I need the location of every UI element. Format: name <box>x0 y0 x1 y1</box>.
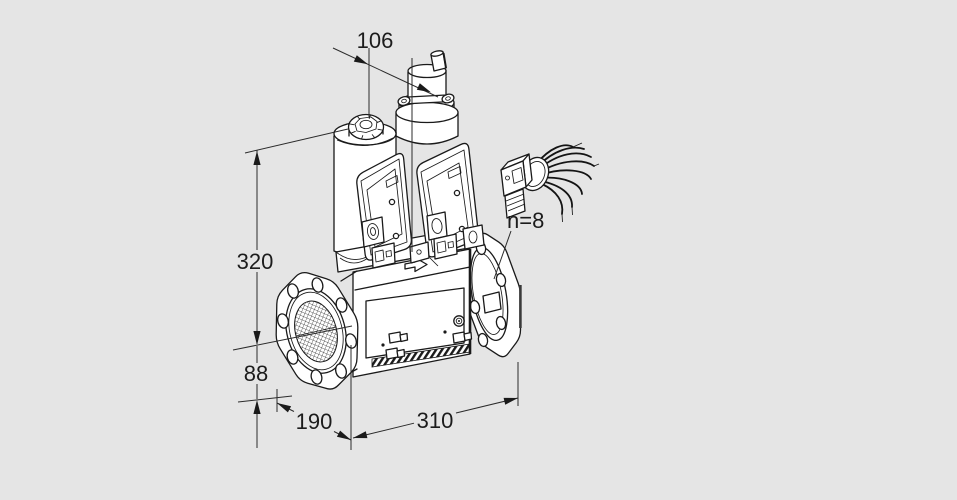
dim-190: 190 <box>276 345 352 450</box>
cover-left-screw-2 <box>392 232 400 240</box>
dim-320-arrow-up <box>253 151 261 165</box>
clamp-over-flange <box>462 224 485 250</box>
valve-assembly <box>275 50 600 390</box>
bolt-count-note: n=8 <box>493 208 544 280</box>
cover-right-conduit-plate <box>426 211 448 241</box>
flange-centerline <box>232 325 353 351</box>
dimension-annotations: 106 320 88 190 <box>232 28 544 450</box>
outlet-flange-tab <box>482 291 502 314</box>
cover-left-screw-1 <box>388 198 396 206</box>
dim-106: 106 <box>332 28 439 252</box>
dim-310-arrow-left <box>353 431 368 439</box>
front-panel <box>365 287 465 359</box>
cable-gland-ribs <box>505 193 526 212</box>
panel-screw-1 <box>381 343 385 347</box>
dim-190-label: 190 <box>296 409 333 434</box>
regulator-ear-right <box>441 93 455 104</box>
bottom-fins <box>371 343 471 368</box>
inlet-flange <box>275 272 359 390</box>
dim-106-label: 106 <box>357 28 394 53</box>
cover-right-conduit-hole <box>431 218 443 234</box>
regulator-ear-left <box>397 96 411 106</box>
dim-88-label: 88 <box>244 361 268 386</box>
dim-88: 88 <box>237 346 293 448</box>
inlet-bolt-holes <box>276 277 358 385</box>
dim-88-arrow-up <box>253 400 261 414</box>
plug-window <box>511 167 524 184</box>
plug-screw <box>505 175 510 181</box>
bolt-count-label: n=8 <box>507 208 544 233</box>
cover-left-conduit-plate <box>361 216 385 248</box>
coil-rim <box>336 137 394 146</box>
dim-320-arrow-down <box>253 331 261 345</box>
solenoid-cover-left <box>356 152 412 261</box>
pressure-tap-socket <box>453 315 465 327</box>
cable-gland <box>504 188 526 219</box>
dim-190-arrow-right <box>336 430 351 440</box>
dim-88-ext-bottom <box>237 395 293 403</box>
cover-left-slot <box>385 175 399 188</box>
cap-hex <box>354 116 378 133</box>
vent-pipe-top <box>430 50 444 57</box>
dim-320-label: 320 <box>237 249 274 274</box>
dim-310-label: 310 <box>417 408 454 433</box>
cap-center <box>359 119 373 130</box>
dim-310-arrow-right <box>503 397 518 405</box>
cover-right-slot <box>447 166 462 179</box>
dim-190-arrow-left <box>277 403 292 413</box>
dim-310: 310 <box>352 362 519 439</box>
wire-end-pins <box>561 142 600 223</box>
dim-320-ext-top <box>244 128 349 154</box>
mounting-clamps <box>371 224 485 269</box>
dim-106-arrow-1 <box>353 55 368 65</box>
test-nipples <box>385 331 473 360</box>
body-top-edge <box>354 266 471 291</box>
cable-plug <box>500 142 600 223</box>
knurled-cap <box>347 113 385 141</box>
cover-left-conduit-hole <box>367 223 379 240</box>
panel-screw-2 <box>443 330 447 334</box>
inlet-flange-face-ring <box>288 291 344 371</box>
mesh-seam <box>295 326 337 337</box>
bolt-count-leader <box>493 230 512 280</box>
cover-right-screw-1 <box>453 189 461 197</box>
dim-320: 320 <box>237 128 349 345</box>
dim-106-arrow-2 <box>416 83 431 93</box>
